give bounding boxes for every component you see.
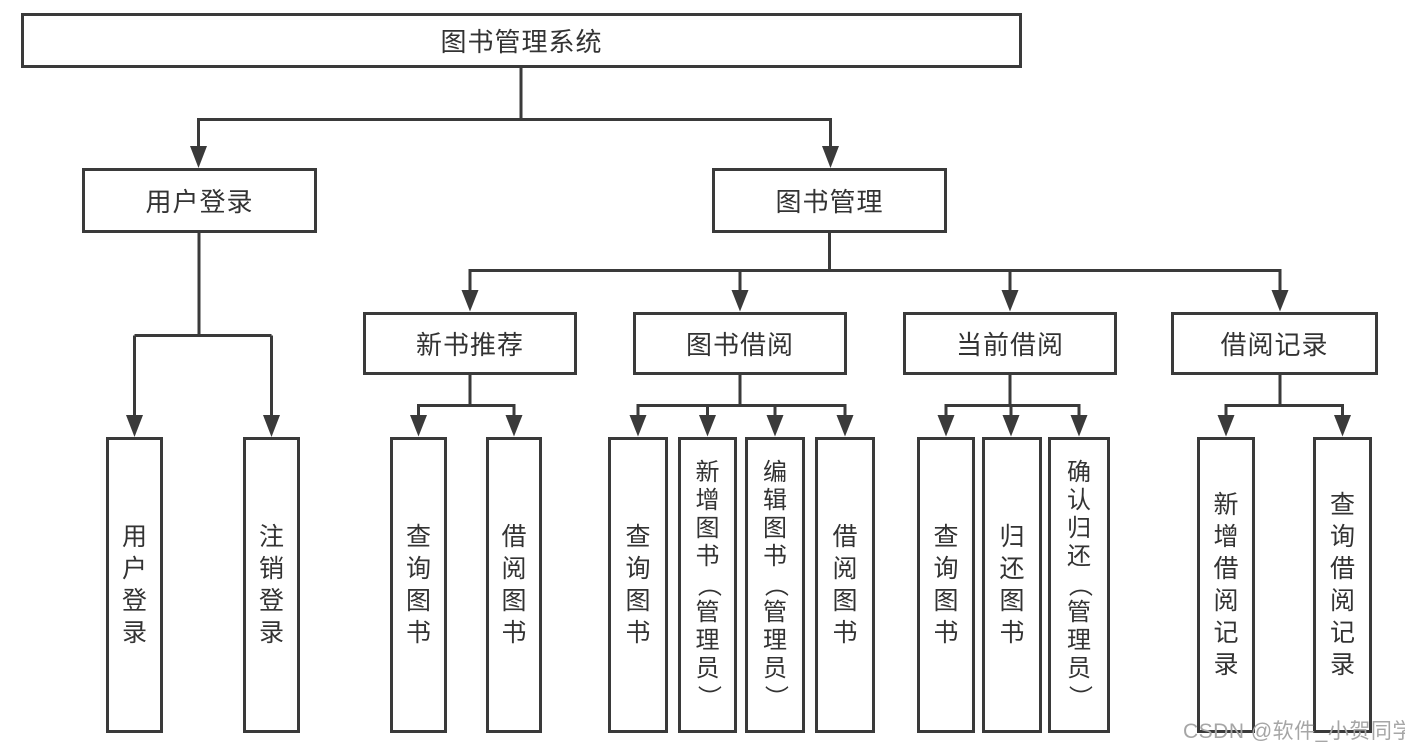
arrowhead	[1217, 415, 1235, 437]
node-root-label: 图书管理系统	[440, 27, 603, 57]
arrowhead	[629, 415, 647, 437]
leaf-logout-login-label: 注销登录	[258, 522, 284, 647]
arrowhead	[190, 146, 207, 168]
arrowhead	[937, 415, 955, 437]
leaf-edit-book-admin-label: 编辑图书（管理员）	[762, 459, 789, 710]
arrowhead	[1334, 415, 1351, 437]
arrowhead	[1070, 415, 1088, 437]
leaf-borrow-book-borrow: 借阅图书	[815, 437, 875, 733]
arrowhead	[126, 415, 143, 437]
leaf-borrow-book-borrow-label: 借阅图书	[832, 522, 858, 647]
arrowhead	[766, 415, 784, 437]
csdn-watermark: CSDN @软件_小贺同学	[1183, 720, 1405, 743]
arrowhead	[263, 415, 280, 437]
connector-borrow-records-to-leaves	[1224, 375, 1344, 417]
arrowhead	[1002, 415, 1020, 437]
connector-new-book-recommend-to-leaves	[417, 375, 516, 417]
leaf-query-borrow-record: 查询借阅记录	[1313, 437, 1372, 733]
leaf-query-borrow-record-label: 查询借阅记录	[1329, 490, 1355, 679]
node-user-login: 用户登录	[82, 168, 317, 233]
leaf-add-book-admin-label: 新增图书（管理员）	[694, 459, 722, 710]
leaf-query-book-current: 查询图书	[917, 437, 975, 733]
leaf-user-login-label: 用户登录	[121, 522, 147, 647]
arrowhead	[505, 415, 523, 437]
arrowhead	[410, 415, 427, 437]
arrowhead	[461, 290, 479, 312]
leaf-query-book-current-label: 查询图书	[933, 522, 959, 647]
node-new-book-recommend-label: 新书推荐	[415, 330, 524, 360]
leaf-user-login: 用户登录	[106, 437, 163, 733]
connector-root-to-level2	[197, 68, 832, 148]
connector-current-borrow-to-leaves	[944, 375, 1081, 417]
leaf-return-book: 归还图书	[982, 437, 1042, 733]
leaf-confirm-return-admin-label: 确认归还（管理员）	[1066, 459, 1093, 710]
node-borrow-records: 借阅记录	[1171, 312, 1378, 375]
node-new-book-recommend: 新书推荐	[363, 312, 577, 375]
leaf-query-book-recommend: 查询图书	[390, 437, 447, 733]
leaf-borrow-book-recommend-label: 借阅图书	[501, 522, 527, 647]
arrowhead	[836, 415, 854, 437]
node-root: 图书管理系统	[21, 13, 1022, 68]
arrowhead	[822, 146, 839, 168]
leaf-borrow-book-recommend: 借阅图书	[486, 437, 542, 733]
leaf-add-book-admin: 新增图书（管理员）	[678, 437, 737, 733]
node-book-management-label: 图书管理	[775, 187, 884, 217]
leaf-add-borrow-record: 新增借阅记录	[1197, 437, 1255, 733]
arrowhead	[1001, 290, 1019, 312]
node-user-login-label: 用户登录	[145, 187, 254, 217]
leaf-edit-book-admin: 编辑图书（管理员）	[745, 437, 805, 733]
leaf-logout-login: 注销登录	[243, 437, 300, 733]
leaf-return-book-label: 归还图书	[999, 522, 1025, 647]
node-current-borrow: 当前借阅	[903, 312, 1117, 375]
leaf-query-book-recommend-label: 查询图书	[405, 522, 431, 647]
node-book-borrow-label: 图书借阅	[685, 330, 794, 360]
arrowhead	[1271, 290, 1289, 312]
node-borrow-records-label: 借阅记录	[1220, 330, 1329, 360]
node-book-borrow: 图书借阅	[633, 312, 847, 375]
leaf-add-borrow-record-label: 新增借阅记录	[1213, 490, 1239, 679]
node-current-borrow-label: 当前借阅	[955, 330, 1064, 360]
connector-user-login-to-leaves	[133, 233, 273, 418]
leaf-query-book-borrow: 查询图书	[608, 437, 668, 733]
leaf-confirm-return-admin: 确认归还（管理员）	[1048, 437, 1110, 733]
arrowhead	[699, 415, 716, 437]
node-book-management: 图书管理	[712, 168, 947, 233]
connector-book-management-to-level3	[468, 233, 1282, 293]
arrowhead	[731, 290, 749, 312]
leaf-query-book-borrow-label: 查询图书	[625, 522, 651, 647]
connector-book-borrow-to-leaves	[636, 375, 847, 417]
